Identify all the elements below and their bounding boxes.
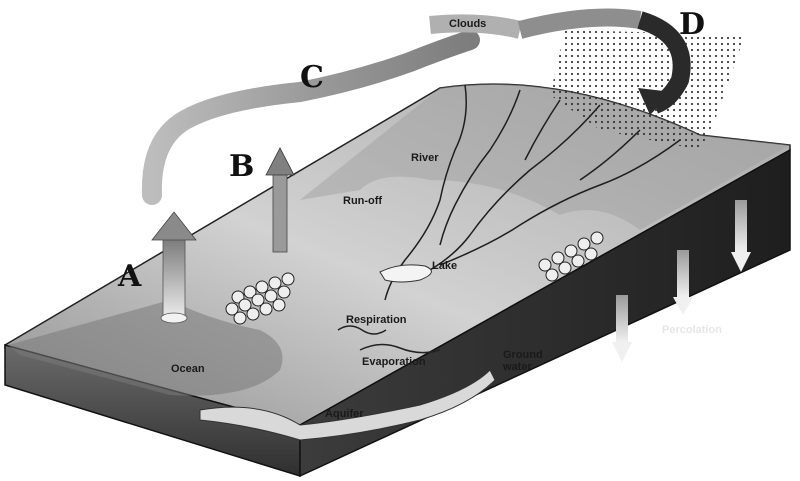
label-b: B: [229, 149, 255, 184]
label-lake: Lake: [432, 260, 458, 272]
aquifer-band: [199, 369, 496, 441]
label-river: River: [411, 152, 439, 164]
label-percolation: Percolation: [662, 324, 722, 336]
label-clouds: Clouds: [449, 18, 487, 30]
evaporation-swirl: [359, 343, 441, 354]
precipitation-arrow-d: [637, 11, 691, 115]
label-aquifer: Aquifer: [325, 408, 364, 420]
lake: [379, 264, 432, 283]
evaporation-arrow-a: [151, 211, 197, 324]
vapor-band-top: [429, 14, 523, 39]
label-a: A: [118, 259, 142, 294]
label-d: D: [679, 7, 706, 42]
land-side-face: [299, 148, 791, 478]
condensation-band: [517, 8, 642, 39]
respiration-swirl: [337, 325, 387, 335]
ocean-area: [8, 300, 283, 396]
label-ground-water: Ground water: [503, 349, 543, 373]
tree-cluster-right: [538, 231, 604, 282]
transpiration-arrow-b: [265, 147, 295, 253]
label-c: C: [300, 60, 324, 95]
vapor-band-c: [141, 30, 480, 205]
label-respiration: Respiration: [346, 314, 407, 326]
label-evaporation: Evaporation: [362, 356, 426, 368]
label-runoff: Run-off: [343, 195, 383, 207]
percolation-arrows: [612, 200, 751, 362]
label-ocean: Ocean: [171, 363, 205, 375]
tree-cluster-left: [225, 272, 295, 325]
mountain-slope: [300, 84, 790, 231]
